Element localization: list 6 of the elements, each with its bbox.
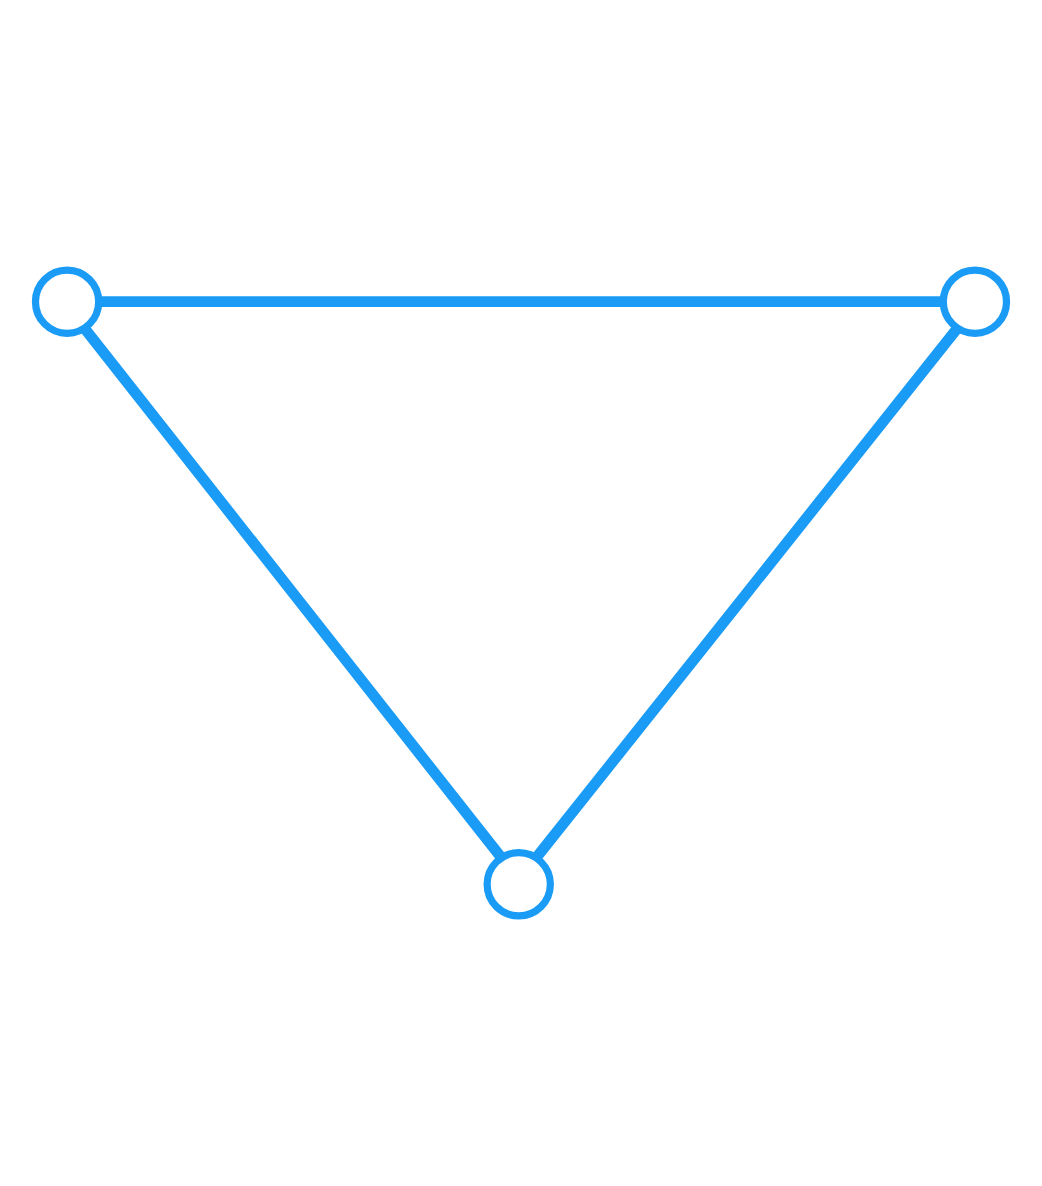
connector: [532, 326, 961, 861]
connector: [99, 296, 943, 308]
node-circle: [939, 266, 1011, 337]
connector: [81, 326, 506, 861]
node-circle: [31, 266, 103, 337]
node-circle: [483, 849, 554, 920]
